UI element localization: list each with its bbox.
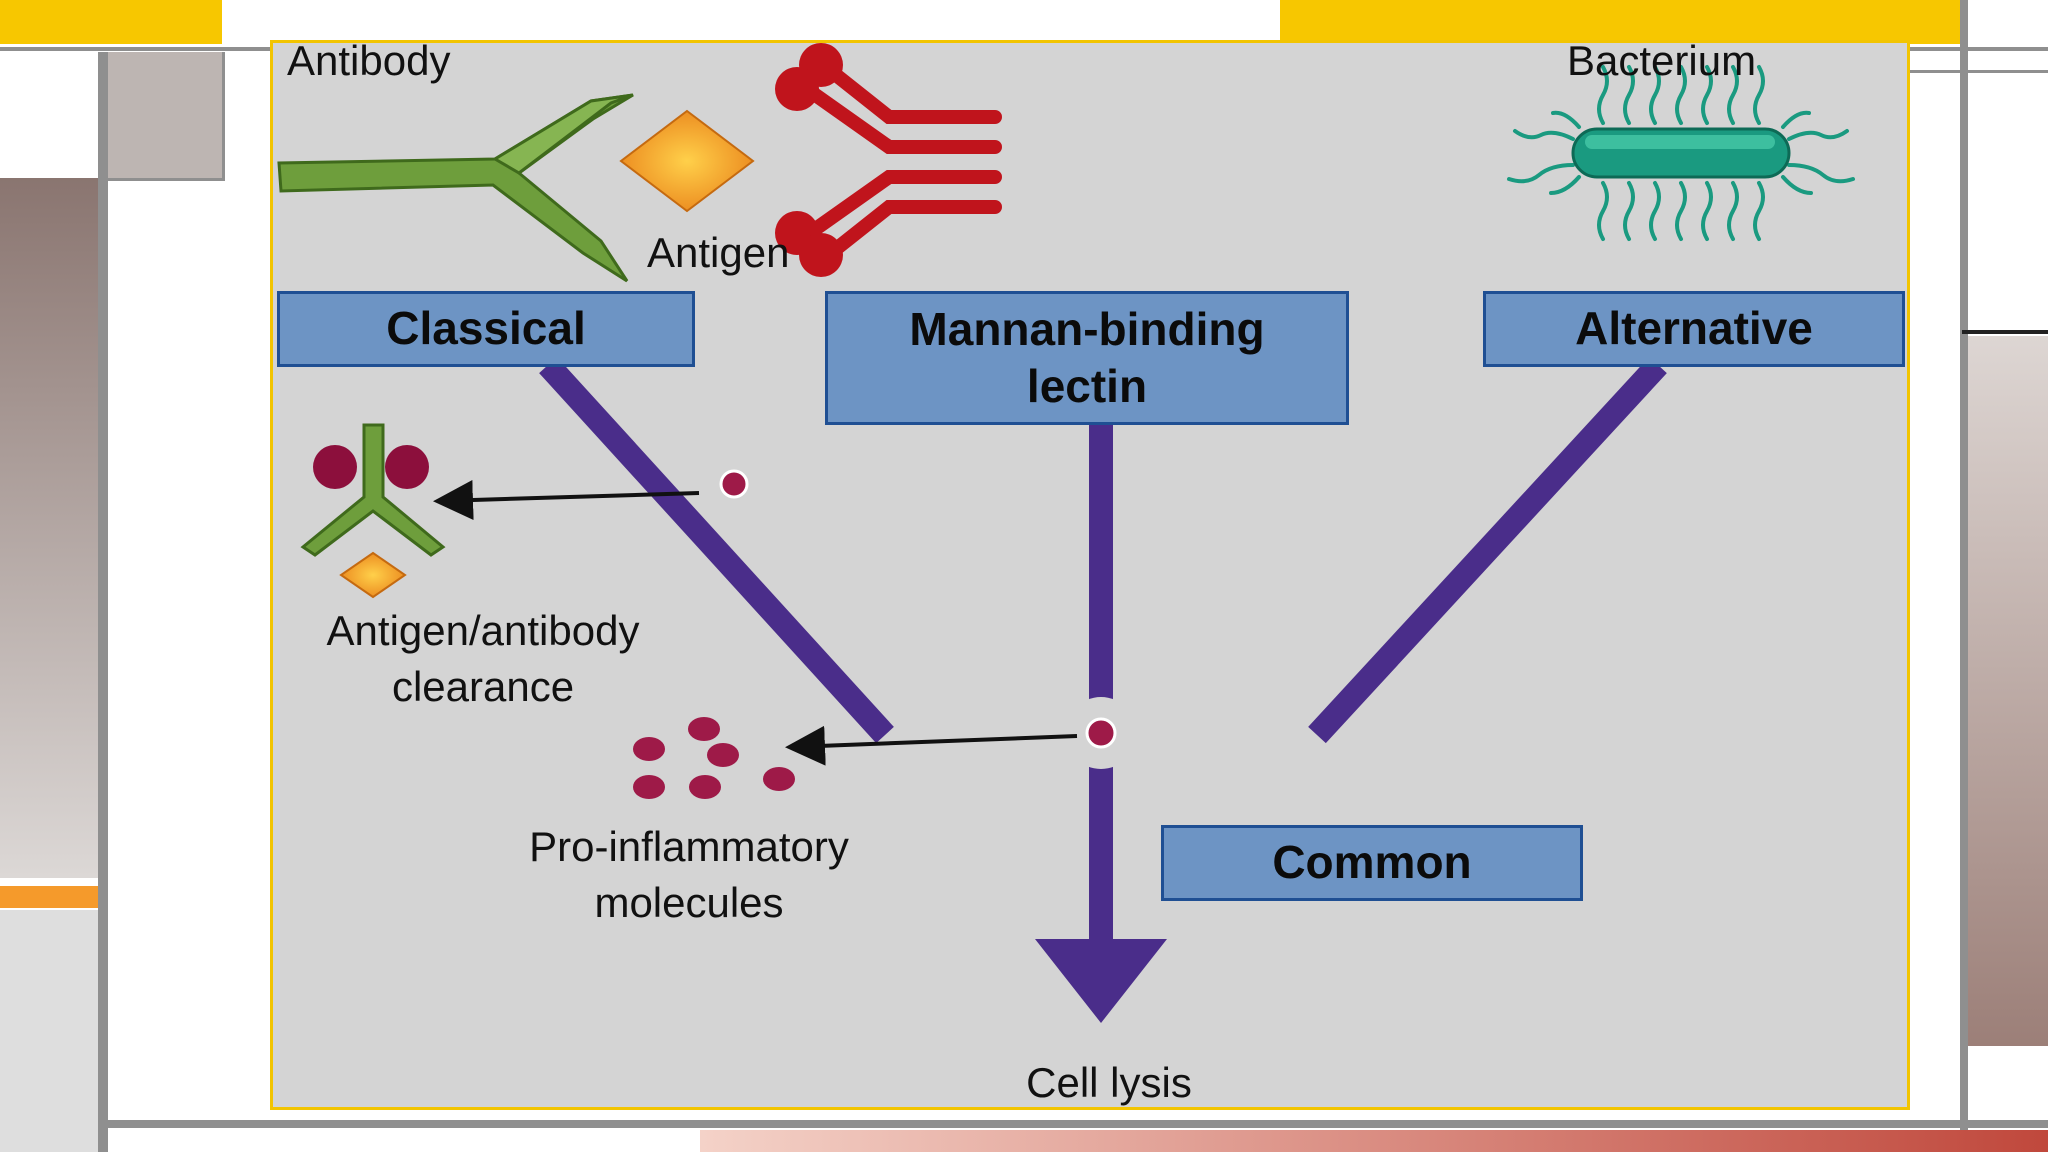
bacterium-icon [1507,65,1855,241]
slide-bottom-gradient-strip [700,1130,2048,1152]
alternative-pathway-line [1308,356,1667,744]
diagram-graphics [277,43,1855,1023]
common-pathway-box: Common [1161,825,1583,901]
slide-left-orange-strip [0,886,100,908]
cell-lysis-arrowhead [1035,939,1167,1023]
slide-left-gradient-bar [0,178,98,878]
slide-top-accent-left [0,0,222,44]
antigen-icon [619,109,755,213]
slide-right-gradient-bar [1968,336,2048,1046]
antibody-icon [277,93,634,283]
cell-lysis-label: Cell lysis [1026,1059,1192,1106]
antigen-label: Antigen [647,229,790,276]
slide-top-accent-right [1280,0,1960,44]
slide-top-rule-right [1910,70,2048,73]
lectin-pathway-label-line2: lectin [1026,360,1148,412]
proinflammatory-label: Pro-inflammatory molecules [439,819,939,931]
complement-pathways-diagram: Antibody Antigen Bacterium Classical Man… [270,37,1910,1110]
proinflammatory-label-line1: Pro-inflammatory [529,823,849,870]
lectin-pathway-label-line1: Mannan-binding [909,302,1265,355]
clearance-arrow [433,480,700,520]
slide-left-lower-panel [0,910,98,1152]
pathway-lines [539,356,1667,943]
bacterium-label: Bacterium [1567,37,1757,84]
lectin-heads [775,43,843,277]
proinflammatory-label-line2: molecules [594,879,784,926]
clearance-label-line1: Antigen/antibody [326,607,640,654]
slide-right-rule [1960,0,1968,1130]
slide-right-dark-rule [1962,330,2048,334]
clearance-label-line2: clearance [391,663,575,710]
slide-corner-square [108,52,225,181]
slide-bottom-rule [108,1120,2048,1128]
clearance-label: Antigen/antibody clearance [273,603,693,715]
antibody-complex-icon [300,423,446,599]
antibody-label: Antibody [287,37,451,84]
proinflammatory-molecules-icon [633,717,795,799]
lectin-icon [800,64,1002,260]
classical-pathway-box: Classical [277,291,695,367]
cleavage-node-classical [702,452,766,516]
proinflammatory-arrow [785,725,1078,766]
lectin-pathway-box: Mannan-binding lectin [825,291,1349,425]
classical-pathway-line [539,356,894,744]
alternative-pathway-box: Alternative [1483,291,1905,367]
slide-left-rule [98,52,108,1152]
cleavage-node-common [1065,697,1137,769]
